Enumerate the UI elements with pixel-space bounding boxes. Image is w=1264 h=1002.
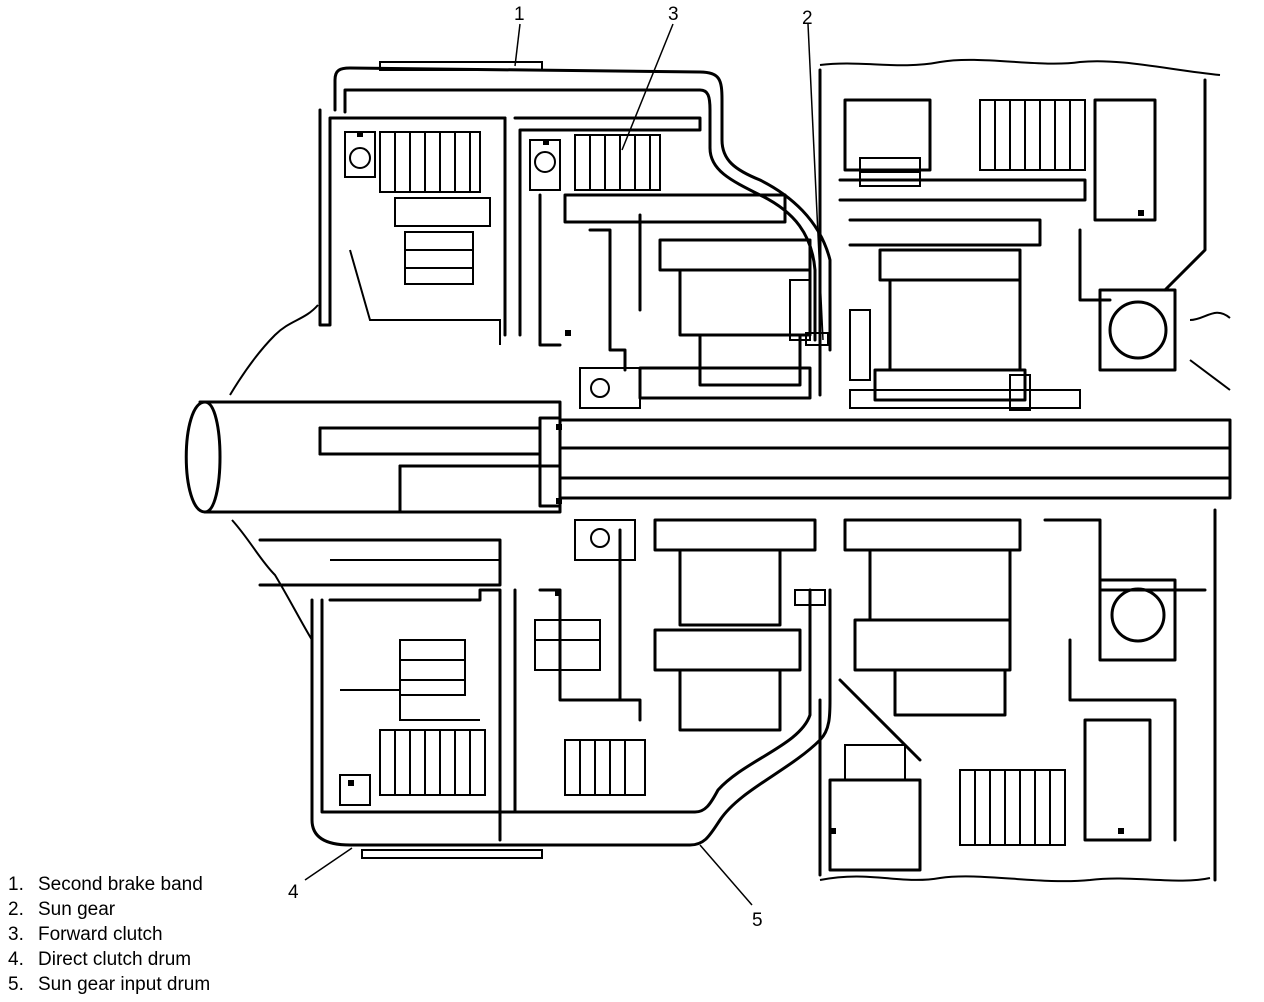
upper-right-housing (818, 58, 1231, 397)
legend-number: 5. (8, 974, 24, 995)
upper-planetary-set (579, 238, 829, 409)
left-housing-break (229, 304, 319, 641)
upper-left-clutch-pack (344, 131, 501, 345)
legend-item-sun-gear-input-drum: 5. Sun gear input drum (8, 972, 210, 997)
lower-middle-clutch (534, 519, 646, 796)
callout-1: 1 (514, 4, 525, 25)
legend-item-second-brake-band: 1. Second brake band (8, 872, 210, 897)
callout-4: 4 (288, 882, 299, 903)
legend-item-sun-gear: 2. Sun gear (8, 897, 210, 922)
lower-right-housing (818, 508, 1217, 883)
legend-number: 3. (8, 924, 24, 945)
legend-label: Sun gear input drum (38, 974, 211, 995)
legend-number: 2. (8, 899, 24, 920)
upper-right-planetary (848, 218, 1081, 411)
forward-clutch (529, 134, 787, 372)
main-shaft (198, 400, 1232, 514)
callout-leaders (304, 23, 824, 906)
legend-label: Sun gear (38, 899, 116, 920)
parts-legend: 1. Second brake band 2. Sun gear 3. Forward… (8, 872, 210, 997)
seal-marks (348, 131, 1144, 834)
legend-item-forward-clutch: 3. Forward clutch (8, 922, 210, 947)
lower-planetary-set (653, 518, 826, 732)
legend-label: Second brake band (38, 874, 203, 895)
legend-item-direct-clutch-drum: 4. Direct clutch drum (8, 947, 210, 972)
legend-number: 1. (8, 874, 24, 895)
legend-number: 4. (8, 949, 24, 970)
lower-direct-clutch-drum (310, 588, 832, 859)
callout-3: 3 (668, 4, 679, 25)
input-shaft (184, 400, 402, 514)
legend-label: Direct clutch drum (38, 949, 192, 970)
callout-2: 2 (802, 8, 813, 29)
upper-direct-clutch-drum (318, 61, 832, 352)
legend-label: Forward clutch (38, 924, 163, 945)
lower-left-clutch-pack (258, 538, 502, 806)
callout-5: 5 (752, 910, 763, 931)
